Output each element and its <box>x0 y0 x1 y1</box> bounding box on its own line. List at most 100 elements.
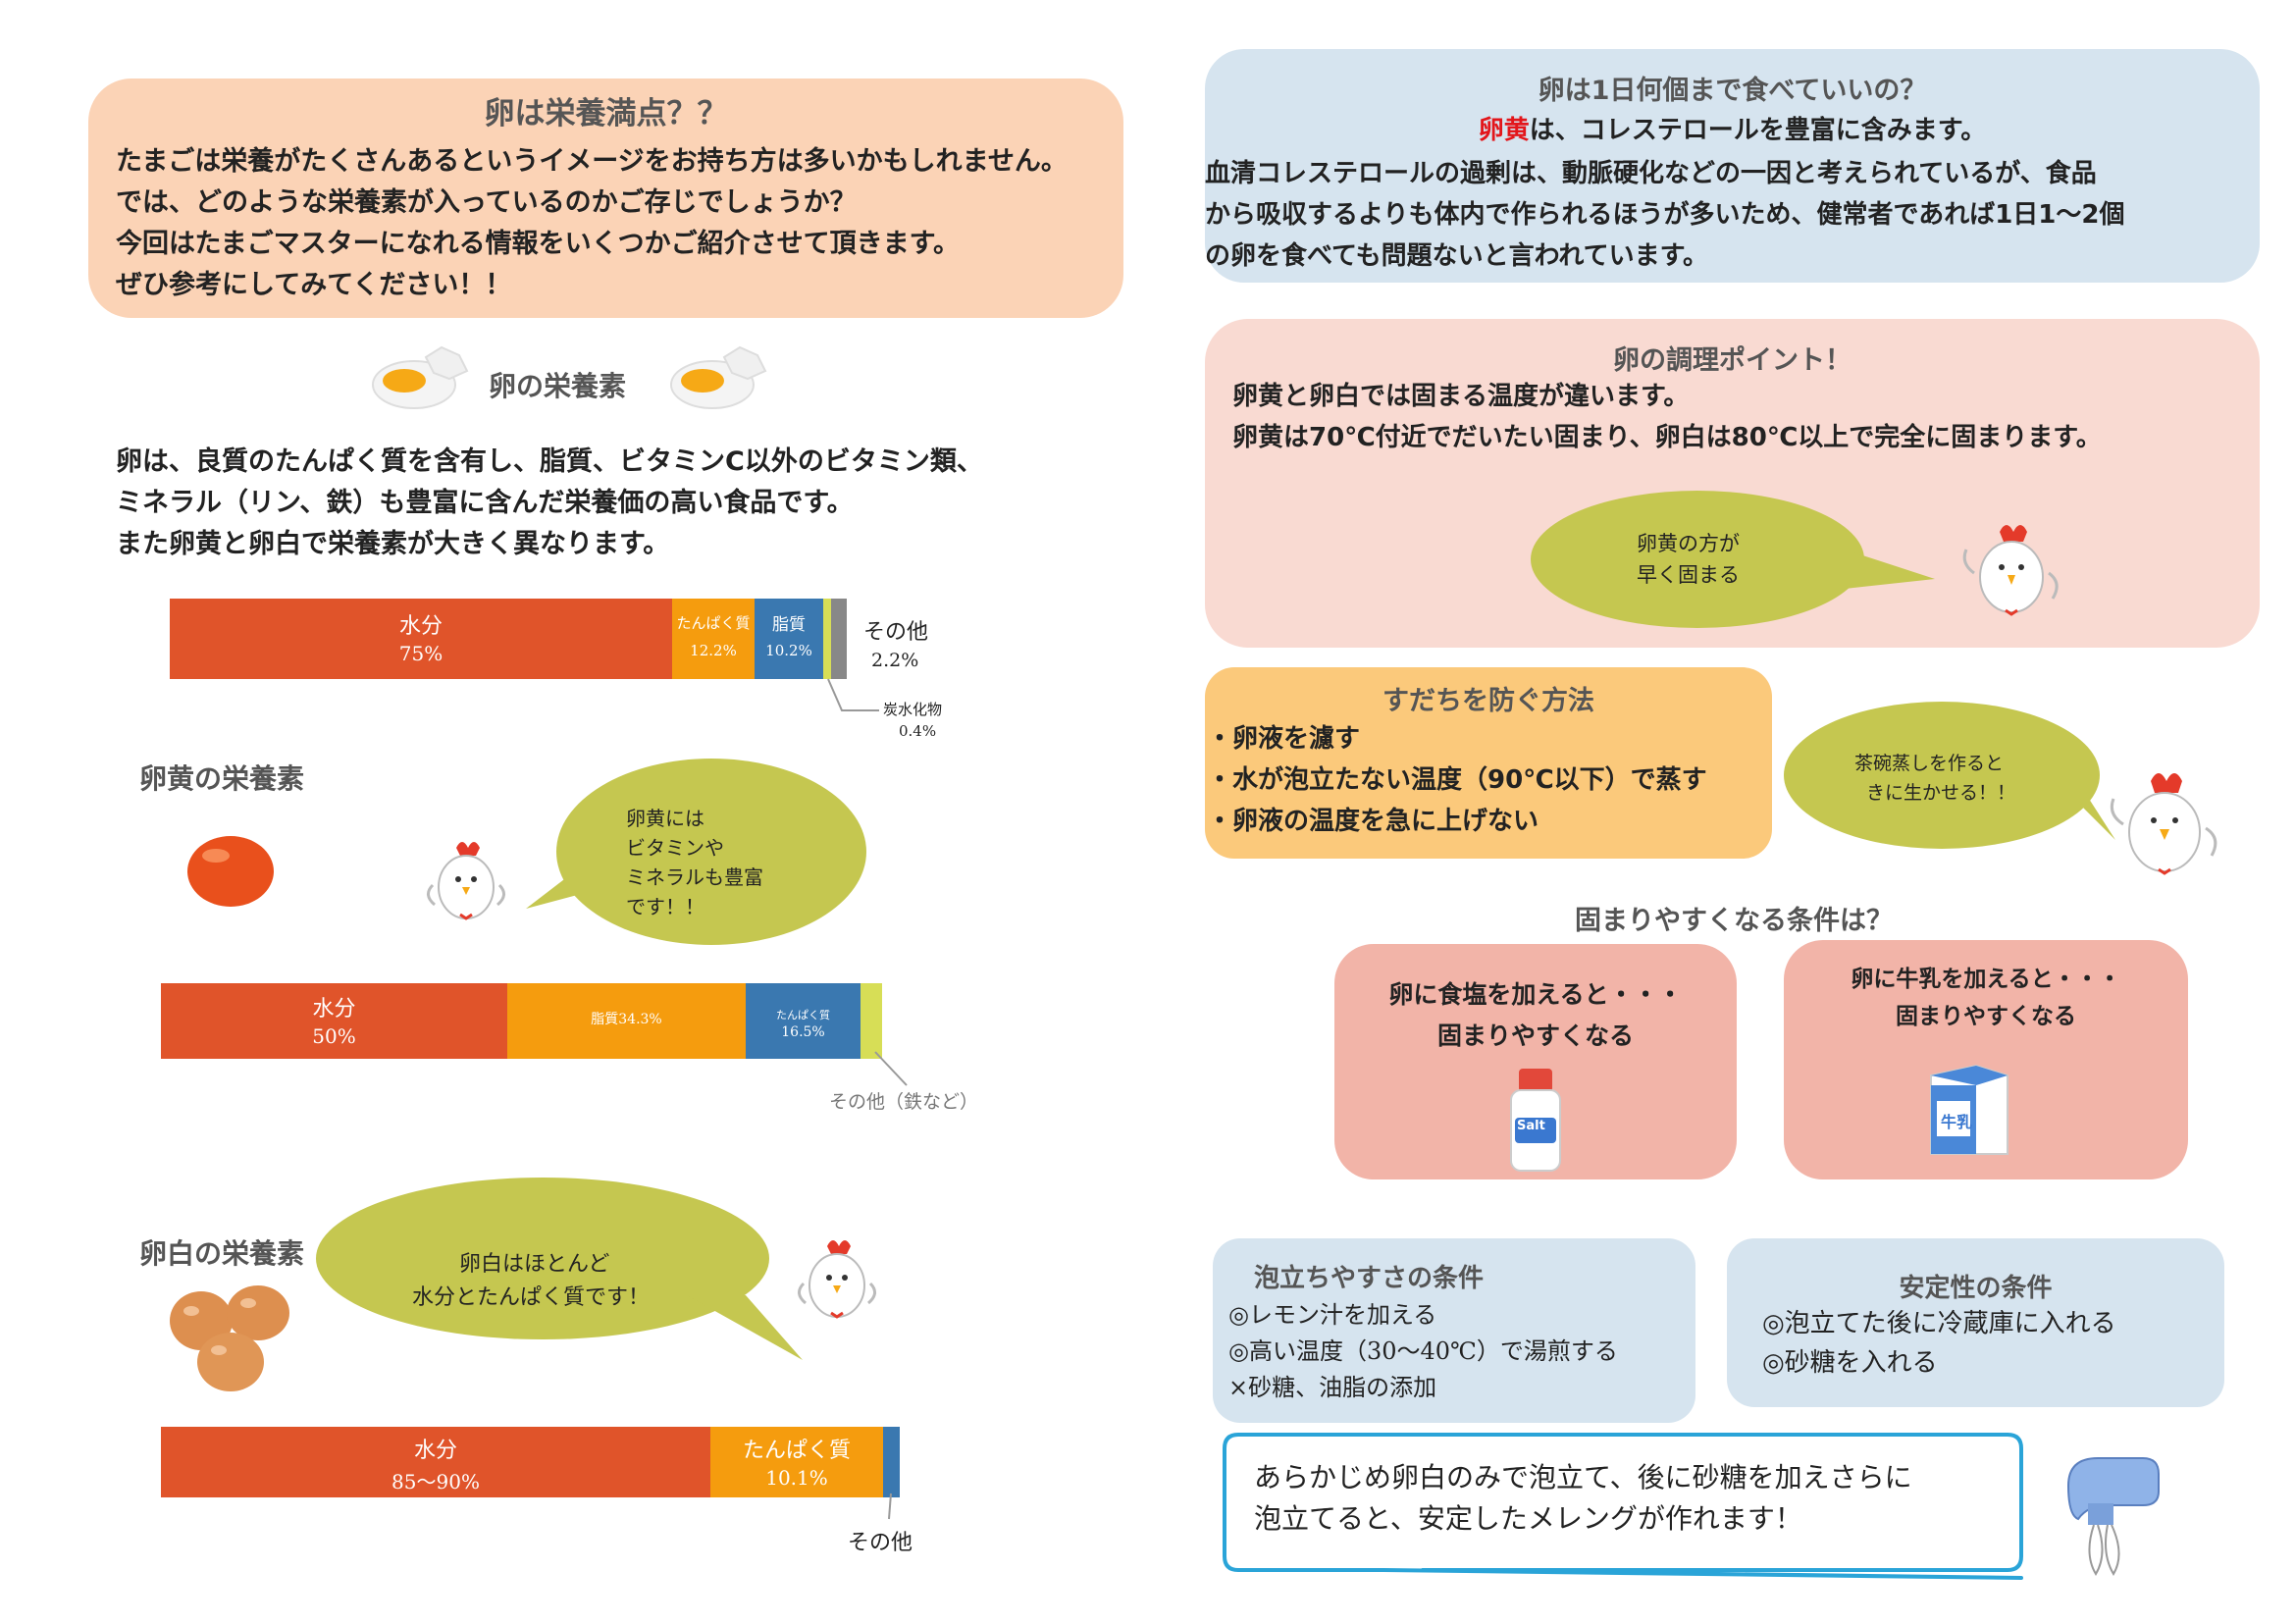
chicken-icon <box>427 842 505 920</box>
foam-item: ◎高い温度（30～40℃）で湯煎する <box>1228 1337 1618 1365</box>
intro-line-1: たまごは栄養がたくさんあるというイメージをお持ち方は多いかもしれません。 <box>116 146 1068 177</box>
bubble-tail <box>687 1295 803 1360</box>
chicken-icon <box>798 1240 876 1319</box>
milk-line-2: 固まりやすくなる <box>1896 1004 2076 1029</box>
cook-bubble-line: 卵黄の方が <box>1637 532 1740 555</box>
nutrition-line-2: ミネラル（リン、鉄）も豊富に含んだ栄養価の高い食品です。 <box>116 488 854 518</box>
harden-conditions-title: 固まりやすくなる条件は？ <box>1575 906 1893 936</box>
segment-label: たんぱく質 <box>776 1009 830 1022</box>
foam-conditions-box: 泡立ちやすさの条件 ◎レモン汁を加える ◎高い温度（30～40℃）で湯煎する ×… <box>1213 1238 1695 1423</box>
cook-bubble-line: 早く固まる <box>1637 563 1740 587</box>
leader-line <box>874 1051 908 1086</box>
white-speech-bubble <box>316 1178 769 1339</box>
sudachi-bubble-line: 茶碗蒸しを作ると <box>1854 753 2005 774</box>
segment-value: 10.2% <box>765 642 812 659</box>
daily-eggs-title: 卵は1日何個まで食べていいの？ <box>1538 76 1927 106</box>
bar-segment-protein: たんぱく質 16.5% <box>746 983 861 1059</box>
segment-label: 脂質34.3% <box>591 1012 662 1027</box>
daily-eggs-line-2: から吸収するよりも体内で作られるほうが多いため、健常者であれば1日1～2個 <box>1205 200 2125 230</box>
segment-value: 75% <box>398 642 443 665</box>
segment-value: 50% <box>312 1024 356 1048</box>
cooking-points-title: 卵の調理ポイント！ <box>1613 345 1852 376</box>
salt-line-1: 卵に食塩を加えると・・・ <box>1388 980 1683 1009</box>
segment-label: たんぱく質 <box>742 1439 851 1463</box>
segment-label: 水分 <box>413 1439 457 1463</box>
foam-title: 泡立ちやすさの条件 <box>1254 1264 1485 1293</box>
daily-eggs-line-1: 血清コレステロールの過剰は、動脈硬化などの一因と考えられているが、食品 <box>1205 159 2097 188</box>
bar-segment-other <box>861 983 882 1059</box>
daily-eggs-box: 卵は1日何個まで食べていいの？ 卵黄は、コレステロールを豊富に含みます。 血清コ… <box>1205 49 2260 283</box>
segment-value: 16.5% <box>781 1024 825 1040</box>
cooking-line-2: 卵黄は70℃付近でだいたい固まり、卵白は80℃以上で完全に固まります。 <box>1232 423 2102 452</box>
milk-label: 牛乳 <box>1941 1113 1973 1131</box>
bar-segment-fat: 脂質 10.2% <box>755 599 823 679</box>
sudachi-item: ・水が泡立たない温度（90℃以下）で蒸す <box>1207 765 1707 795</box>
salt-line-2: 固まりやすくなる <box>1436 1022 1634 1050</box>
salt-label: Salt <box>1517 1119 1545 1133</box>
nutrition-heading: 卵の栄養素 <box>489 370 627 402</box>
nutrition-line-1: 卵は、良質のたんぱく質を含有し、脂質、ビタミンC以外のビタミン類、 <box>116 446 983 477</box>
milk-condition-box: 卵に牛乳を加えると・・・ 固まりやすくなる 牛乳 <box>1784 940 2188 1179</box>
yolk-bubble-line: ミネラルも豊富 <box>626 865 763 889</box>
yolk-stacked-bar: 水分 50% 脂質34.3% たんぱく質 16.5% <box>161 983 882 1059</box>
meringue-line-2: 泡立てると、安定したメレングが作れます！ <box>1254 1502 1802 1535</box>
segment-value: 10.1% <box>765 1466 828 1490</box>
sudachi-title: すだちを防ぐ方法 <box>1382 686 1594 716</box>
segment-label: 水分 <box>312 997 356 1022</box>
segment-label: 水分 <box>398 614 443 639</box>
stability-conditions-box: 安定性の条件 ◎泡立てた後に冷蔵庫に入れる ◎砂糖を入れる <box>1727 1238 2224 1407</box>
sudachi-item: ・卵液を濾す <box>1207 724 1361 754</box>
chart1-carb-label: 炭水化物 <box>883 701 943 718</box>
intro-line-3: 今回はたまごマスターになれる情報をいくつかご紹介させて頂きます。 <box>116 229 960 259</box>
leader-line <box>888 1493 892 1520</box>
yolk-bubble-line: ビタミンや <box>626 836 724 860</box>
bar-segment-water: 水分 85～90% <box>161 1427 710 1497</box>
sudachi-speech-bubble <box>1784 702 2100 849</box>
daily-eggs-subtitle: 卵黄は、コレステロールを豊富に含みます。 <box>1205 110 2260 146</box>
sudachi-prevention-box: すだちを防ぐ方法 ・卵液を濾す ・水が泡立たない温度（90℃以下）で蒸す ・卵液… <box>1205 667 1772 859</box>
bar-segment-protein: たんぱく質 12.2% <box>672 599 755 679</box>
hand-mixer-icon <box>2066 1457 2160 1576</box>
foam-item: ◎レモン汁を加える <box>1228 1301 1437 1329</box>
chicken-icon <box>1962 525 2059 616</box>
milk-line-1: 卵に牛乳を加えると・・・ <box>1851 967 2121 992</box>
white-bubble-line: 水分とたんぱく質です！ <box>412 1285 651 1310</box>
cracked-egg-icon <box>670 345 767 409</box>
bar-segment-other <box>883 1427 900 1497</box>
yolk-other-label: その他（鉄など） <box>829 1091 979 1113</box>
chicken-icon <box>2110 773 2217 875</box>
bar-segment-water: 水分 75% <box>170 599 672 679</box>
sudachi-item: ・卵液の温度を急に上げない <box>1207 807 1539 836</box>
white-bubble-line: 卵白はほとんど <box>459 1252 610 1277</box>
chart1-other-value: 2.2% <box>871 650 919 671</box>
bar-segment-water: 水分 50% <box>161 983 507 1059</box>
white-other-label: その他 <box>848 1531 913 1555</box>
white-stacked-bar: 水分 85～90% たんぱく質 10.1% <box>161 1427 900 1497</box>
meringue-line-1: あらかじめ卵白のみで泡立て、後に砂糖を加えさらに <box>1254 1461 1912 1493</box>
egg-yolk-icon <box>187 836 274 907</box>
bubble-tail <box>2060 785 2115 840</box>
bar-segment-protein: たんぱく質 10.1% <box>710 1427 883 1497</box>
salt-condition-box: 卵に食塩を加えると・・・ 固まりやすくなる Salt <box>1334 944 1737 1179</box>
yolk-speech-bubble <box>556 759 866 945</box>
chart1-carb-value: 0.4% <box>899 722 937 740</box>
stability-title: 安定性の条件 <box>1899 1274 2053 1303</box>
intro-title: 卵は栄養満点？？ <box>484 96 728 131</box>
cook-speech-bubble <box>1531 491 1864 628</box>
yolk-red-text: 卵黄 <box>1478 116 1530 145</box>
cracked-egg-icon <box>372 345 469 409</box>
segment-label: たんぱく質 <box>676 614 751 632</box>
yolk-bubble-line: 卵黄には <box>626 807 704 830</box>
yolk-bubble-line: です！！ <box>626 895 704 918</box>
bar-segment-other <box>831 599 847 679</box>
bubble-tail <box>1845 550 1935 589</box>
bubble-tail <box>526 864 585 909</box>
bar-segment-carbs <box>823 599 831 679</box>
cooking-line-1: 卵黄と卵白では固まる温度が違います。 <box>1232 382 1690 411</box>
subtitle-rest: は、コレステロールを豊富に含みます。 <box>1529 116 1987 145</box>
nutrition-line-3: また卵黄と卵白で栄養素が大きく異なります。 <box>116 529 670 559</box>
foam-item: ×砂糖、油脂の添加 <box>1228 1374 1437 1401</box>
leader-line <box>827 678 879 711</box>
segment-value: 85～90% <box>391 1470 480 1493</box>
segment-value: 12.2% <box>690 642 737 659</box>
